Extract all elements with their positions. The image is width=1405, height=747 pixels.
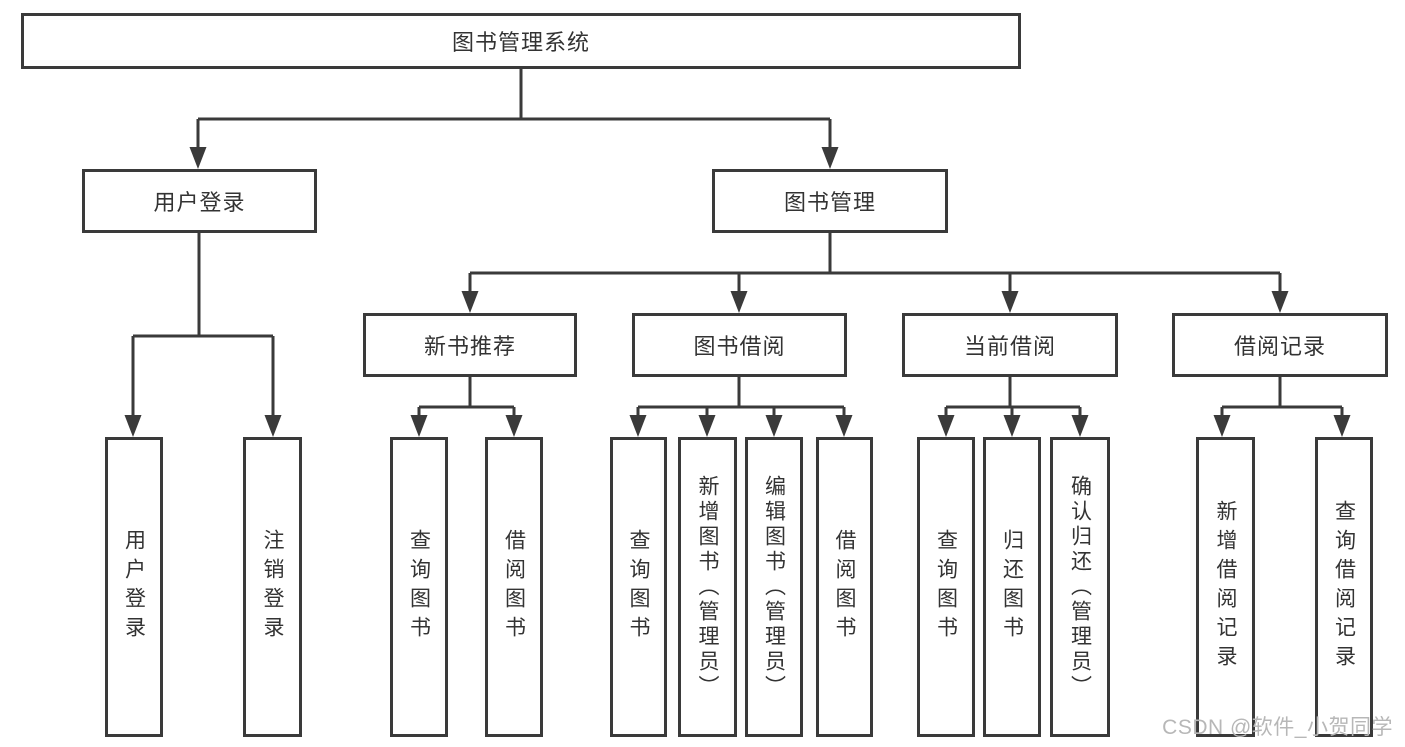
arrow-down-icon bbox=[189, 147, 207, 169]
arrow-down-icon bbox=[1071, 415, 1089, 437]
node-leaf-user-login: 用户登录 bbox=[105, 437, 163, 737]
connector-login-children bbox=[131, 233, 275, 415]
node-leaf-add-book-admin-label: 新增图书（管理员） bbox=[696, 474, 719, 700]
node-leaf-confirm-return-admin: 确认归还（管理员） bbox=[1050, 437, 1110, 737]
node-leaf-borrow-book-1: 借阅图书 bbox=[485, 437, 543, 737]
node-book-management-label: 图书管理 bbox=[783, 190, 876, 215]
node-leaf-query-book-3-label: 查询图书 bbox=[934, 529, 958, 645]
node-book-borrow-label: 图书借阅 bbox=[693, 334, 786, 359]
node-user-login-label: 用户登录 bbox=[153, 190, 246, 215]
node-leaf-add-borrow-record-label: 新增借阅记录 bbox=[1214, 500, 1237, 674]
node-borrow-record: 借阅记录 bbox=[1172, 313, 1388, 377]
node-leaf-query-book-2: 查询图书 bbox=[610, 437, 667, 737]
arrow-down-icon bbox=[1213, 415, 1231, 437]
node-current-borrow: 当前借阅 bbox=[902, 313, 1118, 377]
node-leaf-query-borrow-record-label: 查询借阅记录 bbox=[1332, 500, 1356, 674]
node-leaf-logout: 注销登录 bbox=[243, 437, 302, 737]
arrow-down-icon bbox=[264, 415, 282, 437]
connector-management-to-level3 bbox=[468, 233, 1282, 292]
node-root: 图书管理系统 bbox=[21, 13, 1021, 69]
node-leaf-query-book-1: 查询图书 bbox=[390, 437, 448, 737]
node-leaf-confirm-return-admin-label: 确认归还（管理员） bbox=[1068, 474, 1092, 700]
node-leaf-add-borrow-record: 新增借阅记录 bbox=[1196, 437, 1255, 737]
node-leaf-query-borrow-record: 查询借阅记录 bbox=[1315, 437, 1373, 737]
node-leaf-edit-book-admin: 编辑图书（管理员） bbox=[745, 437, 803, 737]
node-leaf-query-book-1-label: 查询图书 bbox=[407, 529, 431, 645]
arrow-down-icon bbox=[410, 415, 428, 437]
node-leaf-query-book-3: 查询图书 bbox=[917, 437, 975, 737]
connector-root-to-level2 bbox=[196, 69, 832, 149]
node-root-label: 图书管理系统 bbox=[451, 30, 590, 55]
arrow-down-icon bbox=[821, 147, 839, 169]
arrow-down-icon bbox=[1271, 291, 1289, 313]
arrow-down-icon bbox=[1003, 415, 1021, 437]
arrow-down-icon bbox=[1333, 415, 1351, 437]
node-new-book-recommend: 新书推荐 bbox=[363, 313, 577, 377]
node-leaf-borrow-book-2: 借阅图书 bbox=[816, 437, 873, 737]
arrow-down-icon bbox=[124, 415, 142, 437]
node-leaf-borrow-book-1-label: 借阅图书 bbox=[502, 529, 526, 645]
arrow-down-icon bbox=[765, 415, 783, 437]
node-leaf-add-book-admin: 新增图书（管理员） bbox=[678, 437, 737, 737]
connector-recommend-children bbox=[417, 377, 516, 415]
node-borrow-record-label: 借阅记录 bbox=[1233, 334, 1326, 359]
arrow-down-icon bbox=[835, 415, 853, 437]
node-leaf-borrow-book-2-label: 借阅图书 bbox=[833, 529, 856, 645]
arrow-down-icon bbox=[629, 415, 647, 437]
node-leaf-edit-book-admin-label: 编辑图书（管理员） bbox=[762, 474, 786, 700]
arrowheads bbox=[124, 147, 1351, 437]
arrow-down-icon bbox=[698, 415, 716, 437]
arrow-down-icon bbox=[461, 291, 479, 313]
node-user-login: 用户登录 bbox=[82, 169, 317, 233]
arrow-down-icon bbox=[505, 415, 523, 437]
node-leaf-logout-label: 注销登录 bbox=[261, 529, 284, 645]
node-new-book-recommend-label: 新书推荐 bbox=[423, 334, 516, 359]
arrow-down-icon bbox=[730, 291, 748, 313]
connector-current-children bbox=[944, 377, 1082, 415]
arrow-down-icon bbox=[1001, 291, 1019, 313]
node-leaf-return-book: 归还图书 bbox=[983, 437, 1041, 737]
csdn-watermark: CSDN @软件_小贺同学 bbox=[1162, 716, 1393, 739]
arrow-down-icon bbox=[937, 415, 955, 437]
connector-borrow-children bbox=[636, 377, 846, 415]
node-leaf-query-book-2-label: 查询图书 bbox=[627, 529, 650, 645]
connector-record-children bbox=[1220, 377, 1344, 415]
node-leaf-user-login-label: 用户登录 bbox=[122, 529, 146, 645]
node-book-management: 图书管理 bbox=[712, 169, 948, 233]
node-book-borrow: 图书借阅 bbox=[632, 313, 847, 377]
node-current-borrow-label: 当前借阅 bbox=[963, 334, 1056, 359]
node-leaf-return-book-label: 归还图书 bbox=[1000, 529, 1024, 645]
